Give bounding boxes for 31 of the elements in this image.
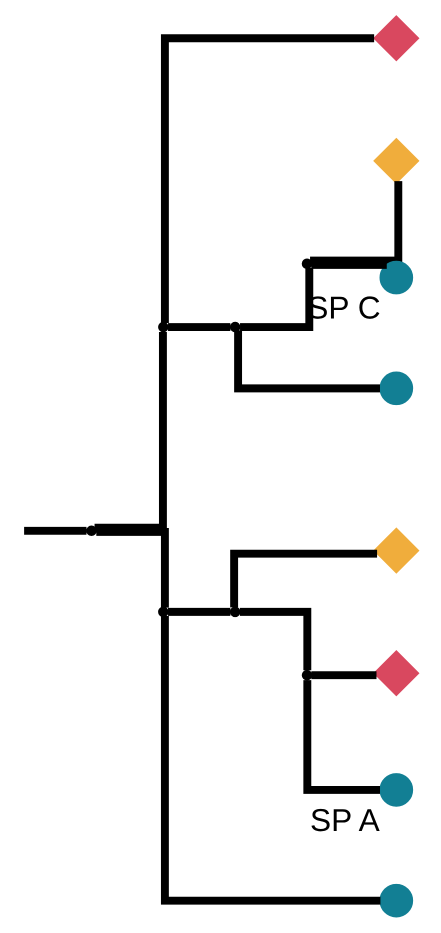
- node-point: [158, 606, 168, 618]
- connector: [302, 680, 380, 794]
- node-point: [158, 322, 168, 332]
- node-label: SP A: [310, 802, 380, 838]
- node-point: [86, 526, 96, 536]
- connector: [230, 550, 377, 608]
- connector: [310, 181, 402, 265]
- node-point: [301, 258, 312, 270]
- connector: [239, 608, 311, 670]
- node-circle: [379, 260, 413, 294]
- connector: [24, 526, 86, 535]
- connector: [234, 330, 380, 392]
- connector: [94, 332, 166, 532]
- connector: [168, 323, 230, 331]
- node-point: [301, 670, 312, 680]
- node-cross: [372, 650, 419, 696]
- node-point: [229, 606, 240, 618]
- connector: [160, 616, 380, 905]
- connector: [168, 608, 230, 616]
- connector: [160, 34, 374, 323]
- connector: [310, 260, 386, 269]
- node-cross: [372, 138, 419, 184]
- node-point: [229, 322, 240, 332]
- node-circle: [379, 773, 413, 807]
- node-cross: [372, 15, 419, 62]
- connector: [96, 528, 168, 608]
- node-circle: [379, 884, 413, 918]
- connector: [310, 671, 376, 680]
- node-cross: [372, 527, 419, 574]
- connector: [240, 268, 313, 331]
- node-circle: [379, 372, 413, 406]
